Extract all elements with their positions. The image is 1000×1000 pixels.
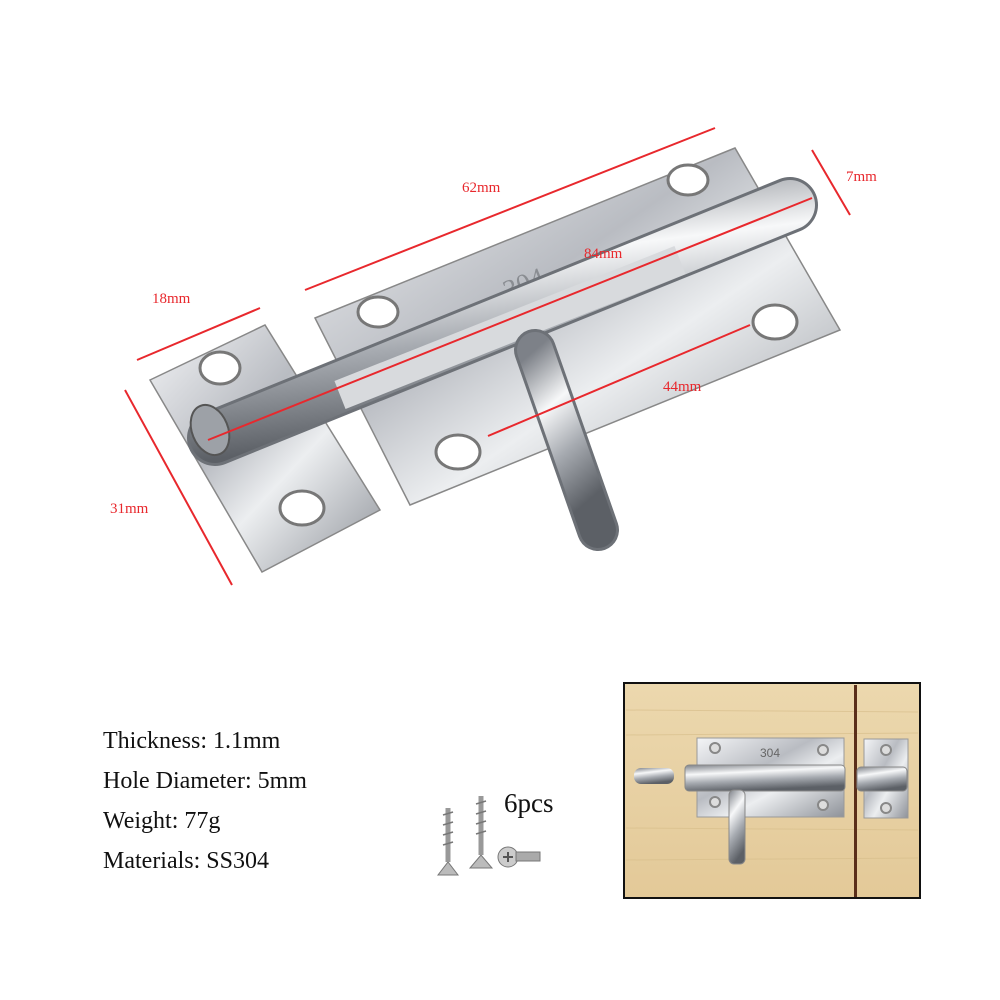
- inset-plate-marking: 304: [760, 746, 780, 760]
- spec-hole-diameter: Hole Diameter: 5mm: [103, 768, 307, 794]
- dim-31mm: 31mm: [110, 501, 149, 517]
- keeper-plate: [148, 324, 382, 573]
- screw-hole: [666, 163, 710, 197]
- dimension-lines: [124, 127, 851, 586]
- screw-hole: [198, 350, 242, 386]
- bolt-knob: [514, 329, 619, 551]
- spec-weight: Weight: 77g: [103, 808, 221, 834]
- dim-84mm: 84mm: [584, 246, 623, 262]
- screws-icon: [436, 796, 541, 876]
- dim-44mm: 44mm: [663, 379, 702, 395]
- installed-photo: 304: [623, 682, 921, 899]
- screw-hole: [751, 303, 799, 341]
- screw-count: 6pcs: [504, 788, 554, 818]
- dim-62mm: 62mm: [462, 180, 501, 196]
- screw-hole: [356, 295, 400, 329]
- screw-hole: [278, 489, 326, 527]
- spec-materials: Materials: SS304: [103, 848, 269, 874]
- spec-thickness: Thickness: 1.1mm: [103, 728, 281, 754]
- dim-18mm: 18mm: [152, 291, 191, 307]
- dim-7mm: 7mm: [846, 169, 877, 185]
- screw-hole: [434, 433, 482, 471]
